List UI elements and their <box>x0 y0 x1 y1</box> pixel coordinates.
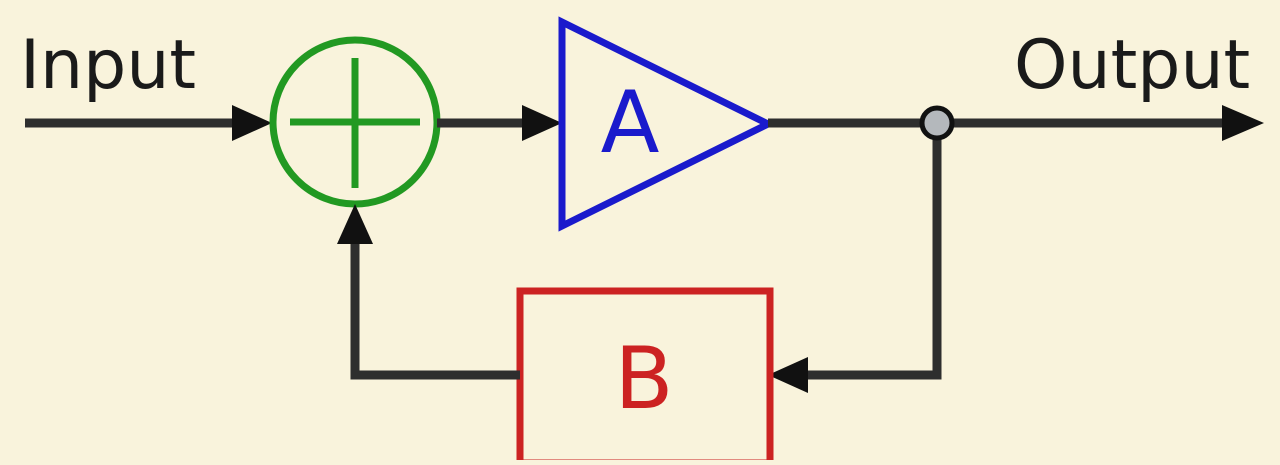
branch-point <box>919 105 955 141</box>
feedback-block-label: B <box>615 329 674 429</box>
amplifier-triangle <box>558 16 776 232</box>
input-arrowhead <box>232 105 272 141</box>
amplifier-block: A <box>558 16 776 232</box>
feedback-input-arrowhead <box>768 357 808 393</box>
feedback-pickoff-line <box>805 123 942 380</box>
output-label: Output <box>1014 26 1250 105</box>
feedback-summer-arrowhead <box>337 204 373 244</box>
feedback-block: B <box>516 287 774 465</box>
amplifier-label: A <box>601 73 660 173</box>
amplifier-input-arrowhead <box>522 105 562 141</box>
summing-junction <box>269 36 441 208</box>
feedback-return-line <box>350 240 520 380</box>
input-label: Input <box>20 26 196 105</box>
output-arrowhead <box>1222 105 1264 141</box>
